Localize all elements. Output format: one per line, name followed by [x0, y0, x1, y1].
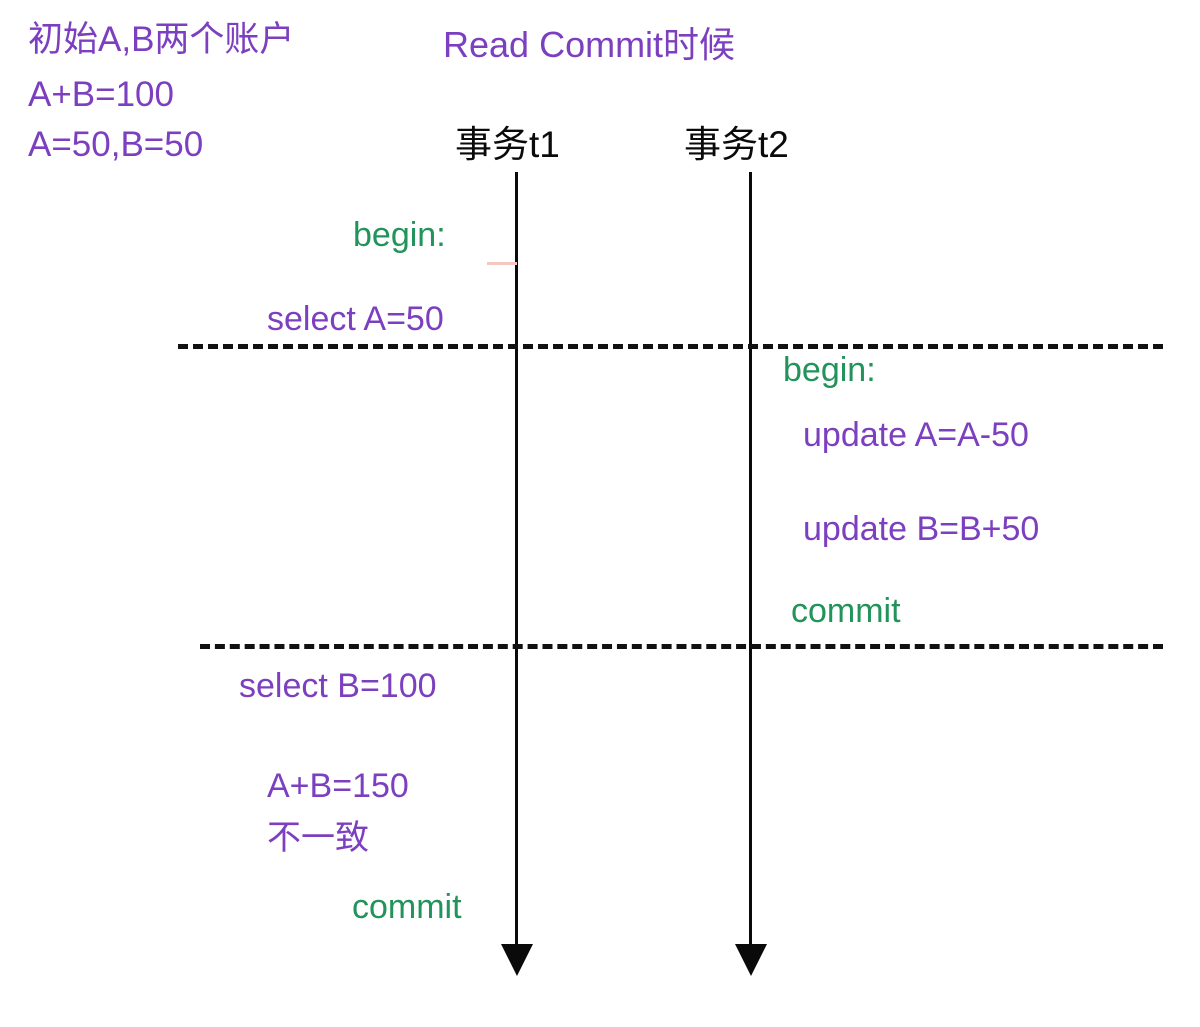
step-t1-commit: commit [352, 888, 462, 926]
lane-label-t1: 事务t1 [455, 124, 560, 165]
page-title: Read Commit时候 [443, 24, 736, 65]
lifeline-t1 [515, 172, 518, 956]
lifeline-t2 [749, 172, 752, 956]
separator-2 [200, 644, 1163, 649]
lane-label-t2: 事务t2 [684, 124, 789, 165]
step-t2-commit: commit [791, 592, 901, 630]
step-t2-update-a: update A=A-50 [803, 416, 1029, 454]
step-t1-select-b: select B=100 [239, 667, 437, 705]
note-line-3: A=50,B=50 [28, 125, 204, 164]
lifeline-t2-arrowhead [735, 944, 767, 976]
step-t1-inconsistent: 不一致 [267, 819, 369, 857]
step-t1-select-a: select A=50 [267, 300, 444, 338]
lifeline-t1-arrowhead [501, 944, 533, 976]
separator-1 [178, 344, 1163, 349]
step-t2-update-b: update B=B+50 [803, 510, 1040, 548]
step-t1-begin: begin: [353, 216, 446, 254]
note-line-2: A+B=100 [28, 75, 174, 114]
pink-tick-marker [487, 262, 517, 265]
step-t2-begin: begin: [783, 351, 876, 389]
step-t1-sum: A+B=150 [267, 767, 409, 805]
note-line-1: 初始A,B两个账户 [28, 20, 295, 59]
